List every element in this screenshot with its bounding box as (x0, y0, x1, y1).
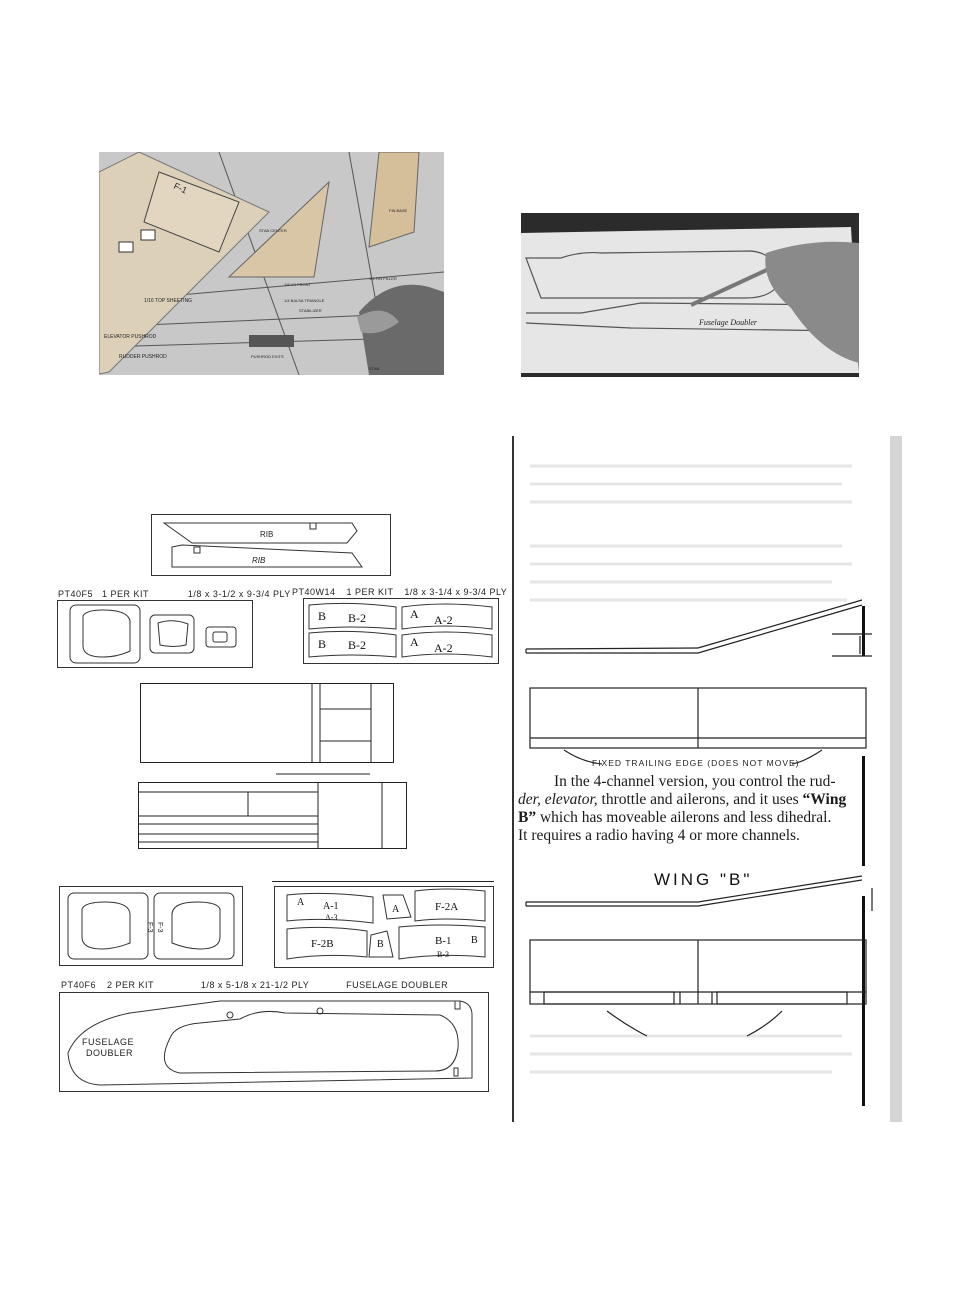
right-column-panel: FIXED TRAILING EDGE (DOES NOT MOVE) In t… (512, 436, 902, 1122)
sheet-f5-header: PT40F5 1 PER KIT 1/8 x 3-1/2 x 9-3/4 PLY (58, 589, 290, 599)
w14-a-2: A (410, 635, 419, 649)
sheet-f6: FUSELAGE DOUBLER (59, 992, 489, 1092)
sheet-f3: F-3 F-3 (59, 886, 243, 966)
para-italic: der, elevator, (518, 791, 598, 808)
label-stab-center: STAB CENTER (259, 228, 287, 233)
para-last: It requires a radio having 4 or more cha… (518, 827, 800, 844)
label-stabilizer: STABILIZER (299, 308, 322, 313)
label-rudder-pushrod: RUDDER PUSHROD (119, 354, 167, 360)
para-bold-2: B” (518, 809, 537, 826)
f3-label-b: F-3 (156, 922, 163, 933)
balsa-a: A (297, 897, 305, 908)
sheet-f6-code: PT40F6 (61, 980, 97, 990)
four-channel-paragraph: In the 4-channel version, you control th… (518, 773, 862, 845)
label-top-sheeting: 1/16 TOP SHEETING (144, 298, 192, 304)
sheet-w14-qty: 1 PER KIT (346, 587, 394, 597)
fixed-te-caption: FIXED TRAILING EDGE (DOES NOT MOVE) (592, 758, 800, 768)
balsa-b1: B-1 (435, 935, 452, 947)
sheet-f5-qty: 1 PER KIT (102, 589, 149, 599)
sheet-w14-header: PT40W14 1 PER KIT 1/8 x 3-1/4 x 9-3/4 PL… (292, 587, 512, 597)
label-fin-base: FIN BASE (389, 208, 408, 213)
w14-a2-1: A-2 (434, 613, 453, 627)
label-balsa-triangle: 1/4 BALSA TRIANGLE (284, 298, 325, 303)
para-line-1: In the 4-channel version, you control th… (554, 773, 836, 790)
blank-table-1 (140, 683, 394, 763)
f6-label-line2: DOUBLER (86, 1048, 134, 1058)
wing-b-title: WING "B" (654, 870, 753, 889)
para-bold-1: “Wing (802, 791, 847, 808)
photo-plans-building: F-1 STAB CENTER FIN BASE 1/16 TOP SHEETI… (99, 152, 444, 375)
label-stab: STAB (369, 366, 379, 371)
balsa-a-small: A (392, 904, 400, 915)
sheet-f6-size: 1/8 x 5-1/8 x 21-1/2 PLY (200, 980, 310, 990)
sheet-balsa-divider (272, 881, 494, 882)
sheet-w14-size: 1/8 x 3-1/4 x 9-3/4 PLY (404, 587, 508, 597)
sheet-w14: B B-2 B B-2 A A-2 A A-2 (303, 598, 499, 664)
sheet-f6-header: PT40F6 2 PER KIT 1/8 x 5-1/8 x 21-1/2 PL… (61, 980, 481, 990)
f6-label-line1: FUSELAGE (82, 1037, 135, 1047)
balsa-f2b: F-2B (311, 938, 334, 950)
balsa-b: B (471, 935, 478, 946)
label-elevator-pushrod: ELEVATOR PUSHROD (104, 334, 157, 340)
sheet-f6-name: FUSELAGE DOUBLER (346, 980, 449, 990)
rib-top-label: RIB (260, 530, 273, 539)
label-pushrod-exits: PUSHROD EXITS (251, 354, 284, 359)
sheet-f5-code: PT40F5 (58, 589, 94, 599)
w14-b2-1: B-2 (348, 611, 366, 625)
balsa-b3: B-3 (437, 950, 449, 959)
label-fuselage-doubler-photo: Fuselage Doubler (698, 318, 758, 327)
w14-a2-2: A-2 (434, 641, 453, 655)
balsa-f2a: F-2A (435, 901, 459, 913)
w14-b-1: B (318, 609, 327, 623)
f3-label-a: F-3 (146, 922, 153, 933)
sheet-f5 (57, 600, 253, 668)
sheet-balsa: A A-1 A-3 A F-2A F-2B B B-1 B B-3 (274, 886, 494, 968)
photo-fuselage-doubler: Fuselage Doubler (521, 213, 859, 377)
balsa-a3: A-3 (325, 913, 338, 922)
para-rest: which has moveable ailerons and less dih… (536, 809, 832, 826)
label-vs-front: 1/8 VS FRONT (284, 282, 311, 287)
w14-b2-2: B-2 (348, 638, 366, 652)
w14-a-1: A (410, 607, 419, 621)
sheet-f6-qty: 2 PER KIT (107, 980, 154, 990)
rib-bottom-label: RIB (252, 556, 266, 565)
sheet-w14-code: PT40W14 (292, 587, 336, 597)
balsa-a1: A-1 (323, 901, 339, 912)
para-mid: throttle and ailerons, and it uses (597, 791, 803, 808)
balsa-b-small: B (377, 939, 384, 950)
sheet-f5-size: 1/8 x 3-1/2 x 9-3/4 PLY (187, 589, 291, 599)
w14-b-2: B (318, 637, 327, 651)
blank-table-2 (138, 772, 408, 850)
label-fin-filler: 1/4 FIN FILLER (369, 276, 397, 281)
rib-sheet: RIB RIB (151, 514, 391, 576)
